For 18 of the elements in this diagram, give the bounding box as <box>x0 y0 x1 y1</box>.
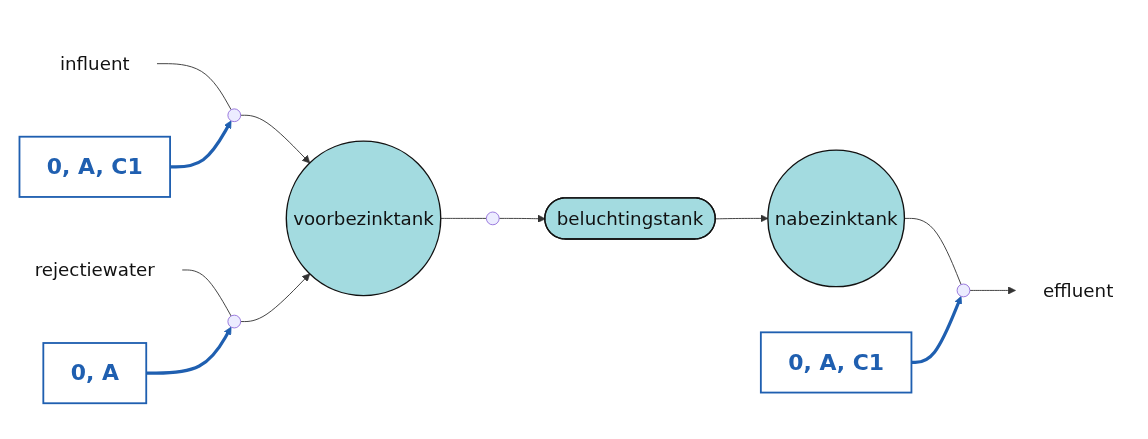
node-box: 0, A, C1 <box>18 135 171 198</box>
node-text: rejectiewater <box>34 258 155 281</box>
connector <box>440 217 487 219</box>
node-circle: voorbezinktank <box>285 140 442 297</box>
node-circle <box>227 108 242 122</box>
node-box: 0, A, C1 <box>759 331 913 394</box>
node-box: 0, A <box>42 341 148 404</box>
node-text: influent <box>59 52 130 75</box>
connector <box>156 62 232 110</box>
node-circle <box>227 314 242 329</box>
node-circle: nabezinktank <box>767 149 906 288</box>
arrow <box>146 326 232 375</box>
arrow <box>911 295 963 364</box>
arrow <box>170 120 232 169</box>
node-circle <box>485 211 500 225</box>
node-circle <box>956 283 971 297</box>
connector <box>181 269 232 317</box>
node-text: effluent <box>1042 279 1114 302</box>
